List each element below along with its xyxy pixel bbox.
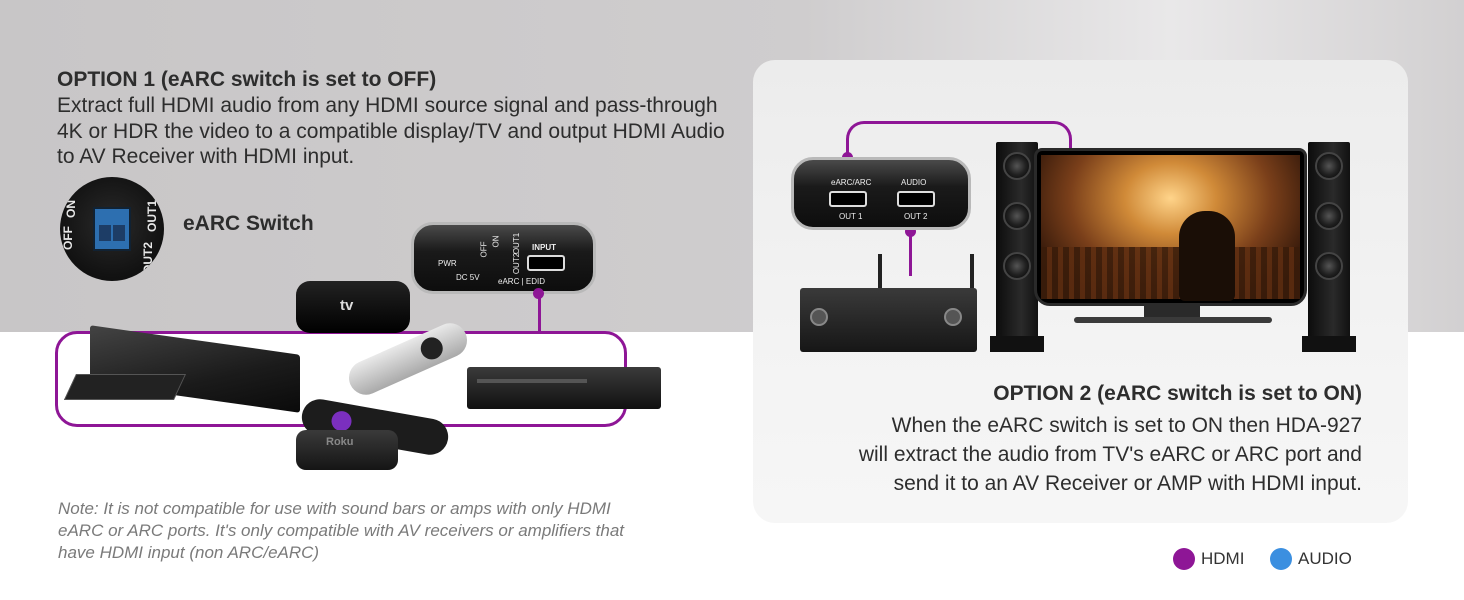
hdmi-line-input [538, 293, 541, 333]
earc-switch-label: eARC Switch [183, 212, 314, 235]
audio-legend-icon [1270, 548, 1292, 570]
hdmi-dot-audio [905, 226, 916, 237]
earc-arc-port [829, 191, 867, 207]
earc-arc-label: eARC/ARC [831, 178, 872, 187]
hdmi-dot-input [533, 288, 544, 299]
legend-audio: AUDIO [1270, 548, 1352, 570]
option2-line2: will extract the audio from TV's eARC or… [858, 443, 1362, 466]
audio-port [897, 191, 935, 207]
out2-label: OUT 2 [904, 212, 928, 221]
hdmi-line-receiver [909, 230, 912, 276]
switch-out1-label: OUT1 [145, 199, 160, 233]
out1-label: OUT 1 [839, 212, 863, 221]
device1-on-label: ON [491, 235, 501, 248]
switch-out2-label: OUT2 [141, 241, 156, 275]
legend-hdmi: HDMI [1173, 548, 1244, 570]
dvd-player [467, 367, 661, 409]
left-speaker [990, 142, 1044, 352]
device1-off-label: OFF [479, 241, 489, 258]
compatibility-note: Note: It is not compatible for use with … [58, 499, 625, 562]
input-label: INPUT [532, 243, 556, 252]
apple-tv-logo: tv [340, 297, 354, 314]
right-speaker [1302, 142, 1356, 352]
audio-legend-label: AUDIO [1298, 549, 1352, 568]
switch-off-label: OFF [61, 226, 75, 250]
pwr-label: PWR [438, 259, 457, 268]
option2-line1: When the eARC switch is set to ON then H… [891, 414, 1362, 437]
audio-port-label: AUDIO [901, 178, 927, 187]
earc-switch-closeup: OFF ON OUT1 OUT2 [60, 177, 164, 281]
hdmi-input-port [527, 255, 565, 271]
option1-description: Extract full HDMI audio from any HDMI so… [57, 94, 725, 168]
hdmi-line-tv [846, 121, 1072, 161]
hdmi-legend-icon [1173, 548, 1195, 570]
device1-out1-label: OUT1 [512, 232, 522, 255]
switch-on-label: ON [64, 200, 78, 218]
av-receiver [800, 254, 977, 358]
bluray-player [63, 325, 300, 413]
option2-description: When the eARC switch is set to ON then H… [760, 411, 1362, 498]
hda-927-output-side: eARC/ARC AUDIO OUT 1 OUT 2 [791, 157, 971, 230]
option2-line3: send it to an AV Receiver or AMP with HD… [893, 472, 1362, 495]
hdmi-legend-label: HDMI [1201, 549, 1245, 568]
television [1034, 148, 1307, 306]
device1-out2-label: OUT2 [512, 252, 522, 275]
option1-title: OPTION 1 (eARC switch is set to OFF) [57, 68, 437, 91]
dip-switch-icon [93, 207, 131, 251]
earc-edid-label: eARC | EDID [498, 277, 545, 286]
roku-logo: Roku [326, 436, 354, 448]
hda-927-input-side: PWR DC 5V OFF ON OUT1 OUT2 eARC | EDID I… [411, 222, 596, 294]
option2-title: OPTION 2 (eARC switch is set to ON) [993, 382, 1362, 405]
dc5v-label: DC 5V [456, 273, 480, 282]
tv-stand [1074, 305, 1272, 329]
apple-tv: tv [296, 281, 410, 333]
roku-box: Roku [296, 430, 398, 470]
